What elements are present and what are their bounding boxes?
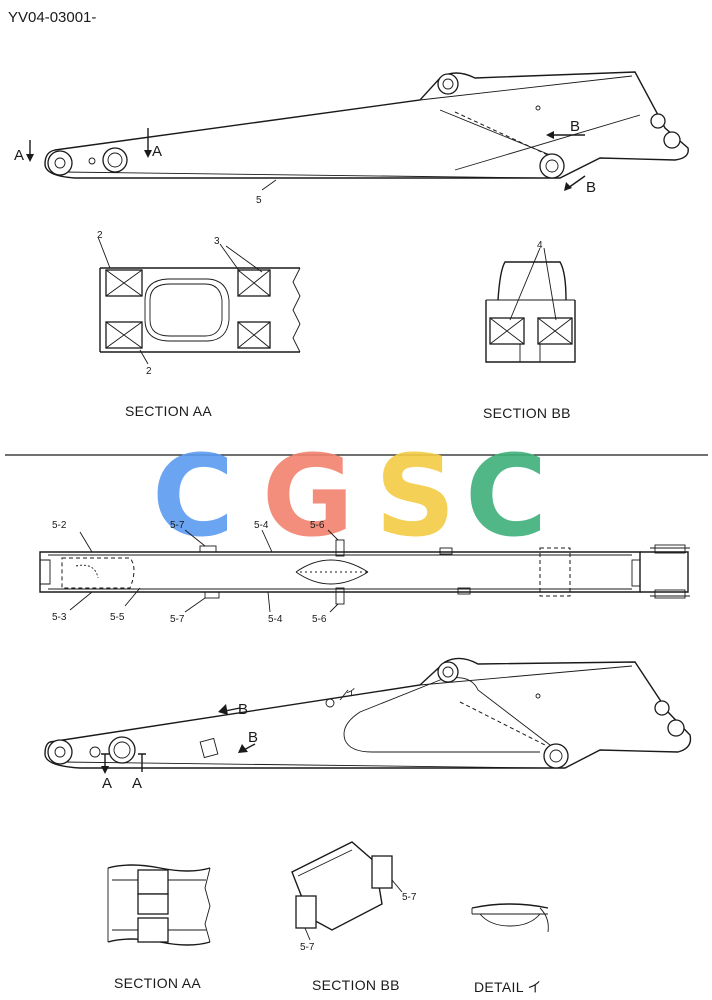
sec-aa-label-3: 3 — [214, 236, 220, 247]
section-mark-b-bottom-upper: B — [238, 701, 248, 718]
sec-bb-label-5-7-left: 5-7 — [300, 942, 315, 953]
watermark-letter-s: S — [375, 432, 456, 562]
document-code: YV04-03001- — [8, 9, 96, 26]
plan-label-5-3: 5-3 — [52, 612, 67, 623]
plan-label-5-6-top: 5-6 — [310, 520, 325, 531]
section-bb-top-drawing — [485, 247, 576, 363]
section-aa-top-drawing — [97, 236, 301, 365]
section-mark-a-right: A — [152, 143, 162, 160]
section-aa-title-top: SECTION AA — [125, 403, 212, 419]
watermark-letter-c1: C — [152, 432, 234, 562]
plan-label-5-5: 5-5 — [110, 612, 125, 623]
section-mark-a-left: A — [14, 147, 24, 164]
plan-label-5-2: 5-2 — [52, 520, 67, 531]
watermark: C G S C — [152, 432, 547, 562]
detail-mark-i: イ — [346, 688, 356, 699]
arm-side-view-bottom — [44, 657, 692, 774]
sec-aa-label-2-bottom: 2 — [146, 366, 152, 377]
section-aa-bottom-drawing — [107, 864, 211, 946]
arm-side-view-top — [26, 71, 689, 191]
section-bb-title-top: SECTION BB — [483, 405, 571, 421]
section-mark-b-upper: B — [570, 118, 580, 135]
watermark-letter-g: G — [262, 432, 354, 562]
plan-label-5-4-top: 5-4 — [254, 520, 269, 531]
plan-label-5-7-top: 5-7 — [170, 520, 185, 531]
section-bb-title-bottom: SECTION BB — [312, 977, 400, 993]
section-bb-bottom-drawing — [291, 841, 403, 941]
plan-label-5-6-bottom: 5-6 — [312, 614, 327, 625]
section-mark-b-lower: B — [586, 179, 596, 196]
section-mark-b-bottom-lower: B — [248, 729, 258, 746]
plan-label-5-7-bottom: 5-7 — [170, 614, 185, 625]
watermark-letter-c2: C — [465, 432, 547, 562]
part-label-5: 5 — [256, 195, 262, 206]
sec-bb-label-4: 4 — [537, 240, 543, 251]
section-aa-title-bottom: SECTION AA — [114, 975, 201, 991]
sec-bb-label-5-7-right: 5-7 — [402, 892, 417, 903]
section-mark-a-bottom-right: A — [132, 775, 142, 792]
section-mark-a-bottom-left: A — [102, 775, 112, 792]
sec-aa-label-2-top: 2 — [97, 230, 103, 241]
detail-i-drawing — [471, 903, 549, 933]
detail-i-title: DETAIL イ — [474, 979, 542, 995]
arm-plan-view — [39, 529, 690, 613]
plan-label-5-4-bottom: 5-4 — [268, 614, 283, 625]
